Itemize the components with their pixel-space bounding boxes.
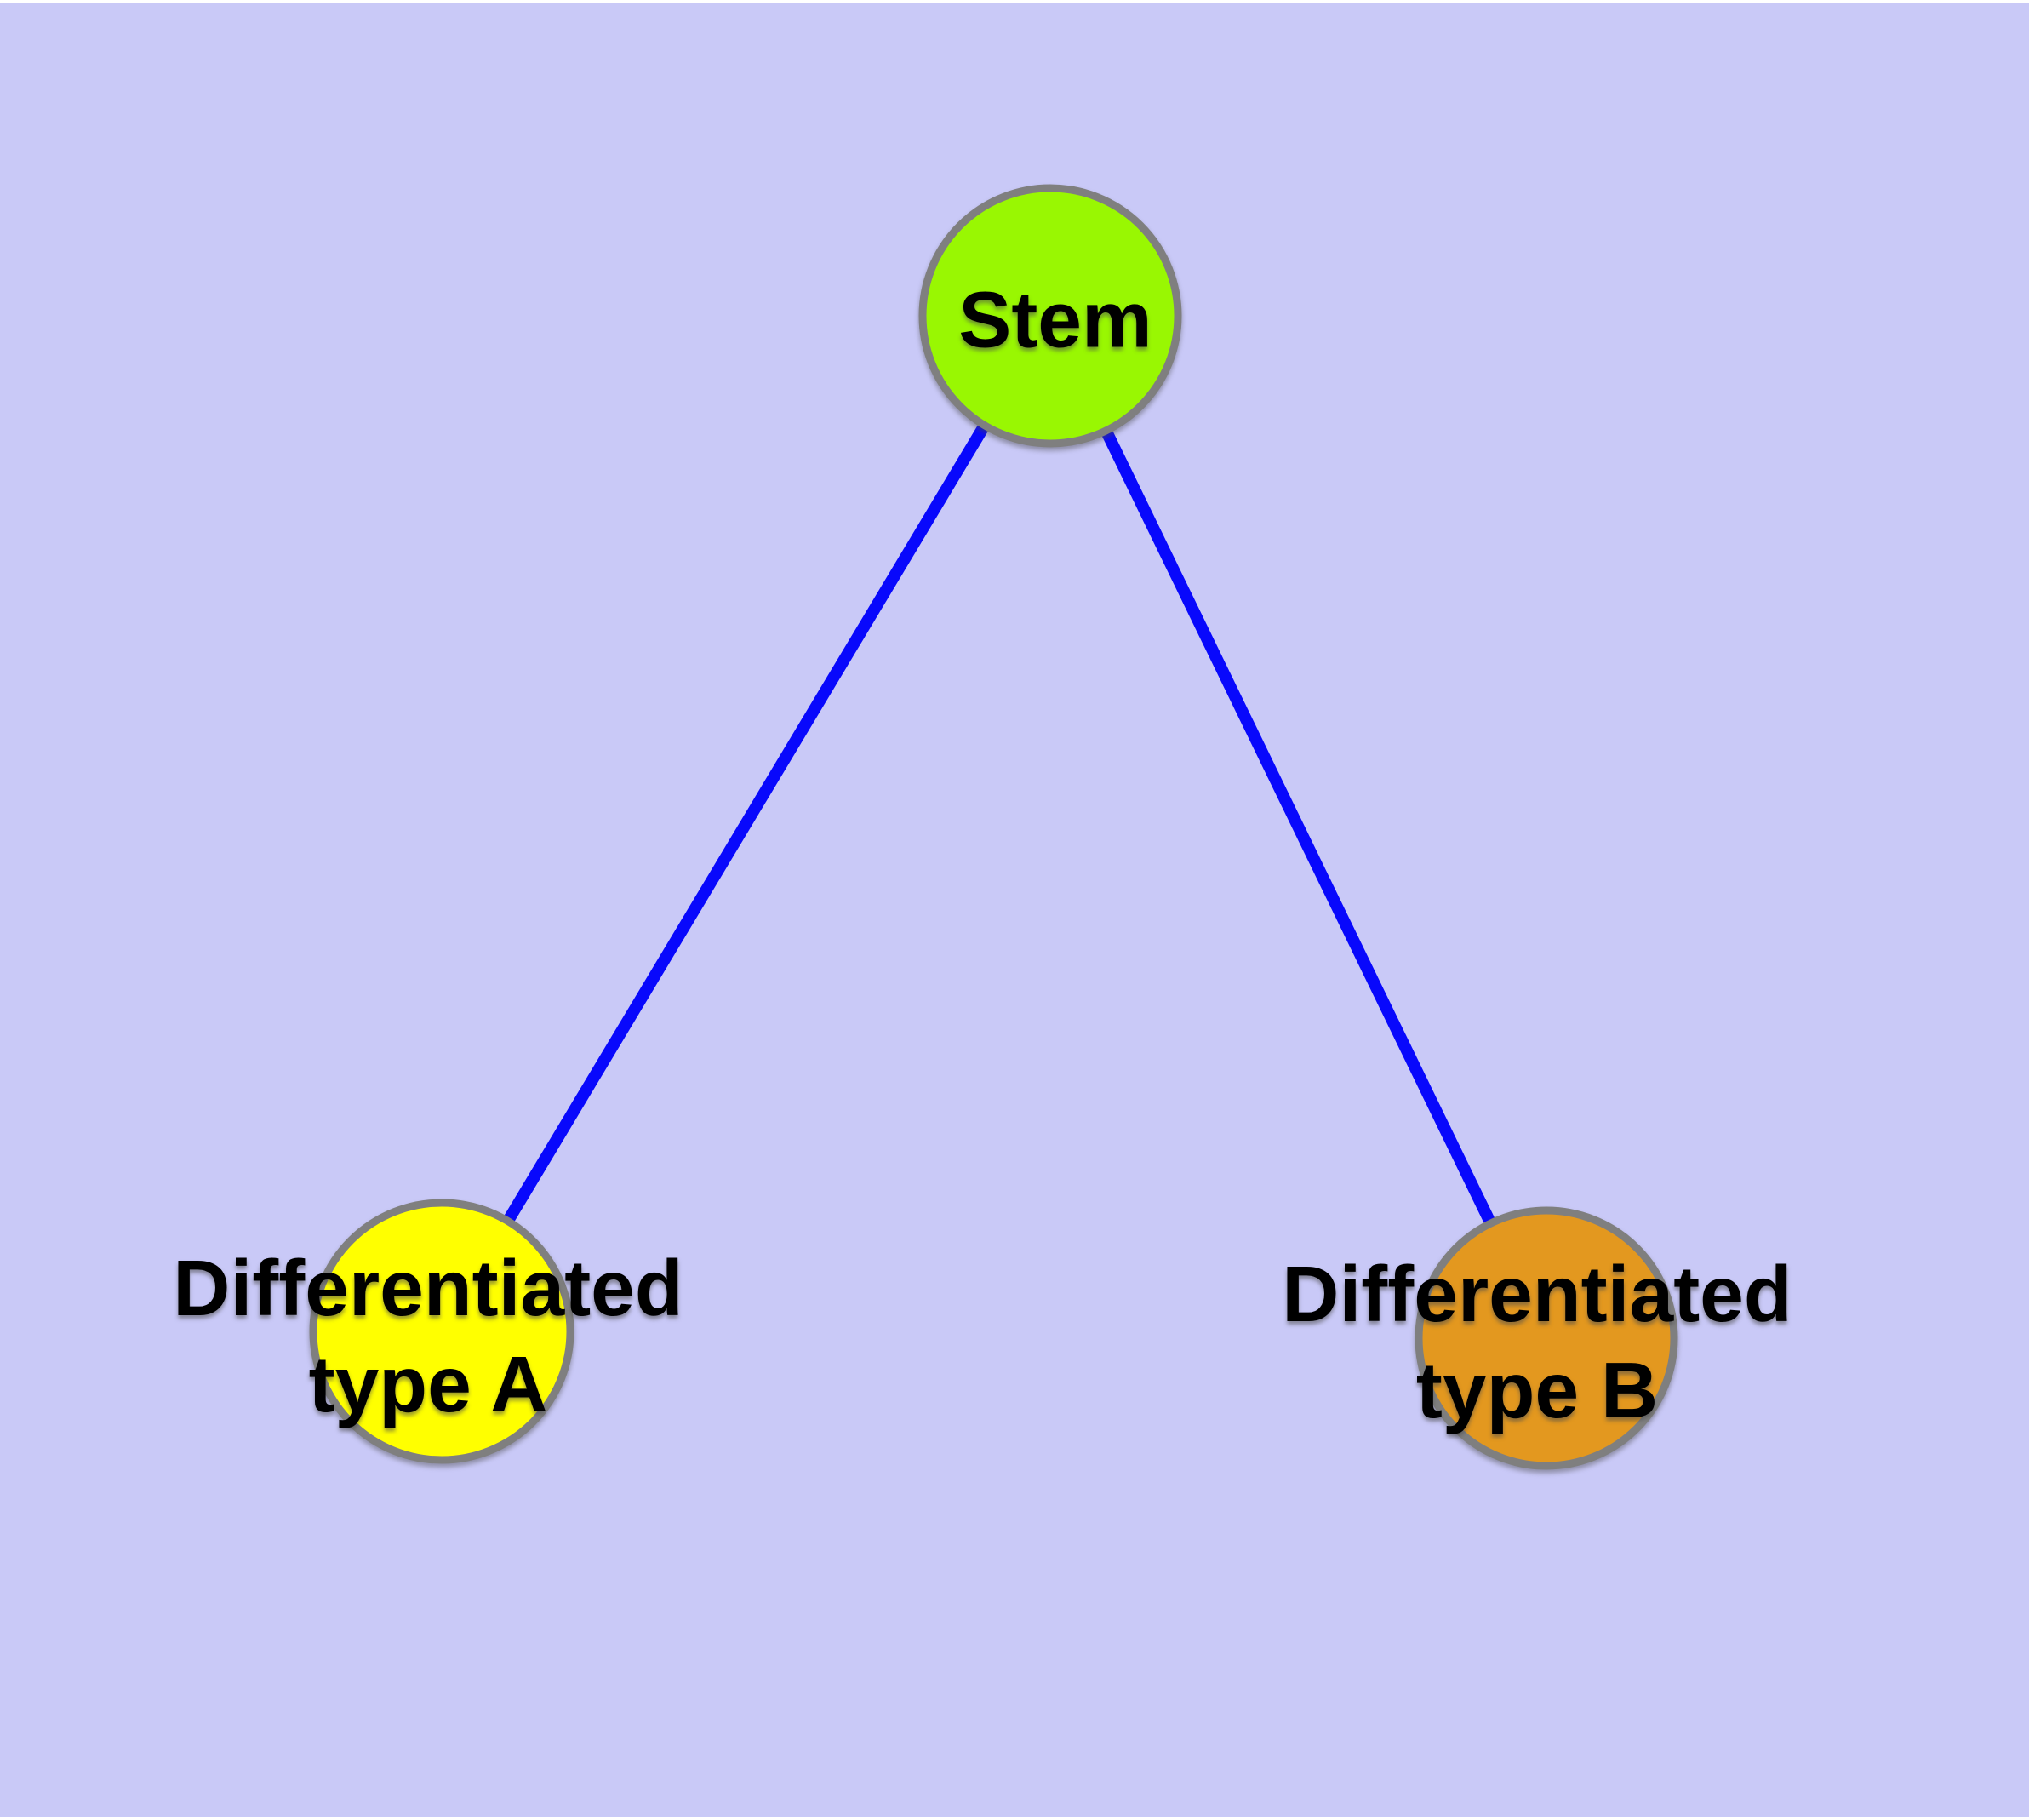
node-stem-circle	[918, 184, 1182, 448]
node-type-b-circle	[1415, 1206, 1678, 1470]
edge-stem-to-type-a	[436, 312, 1056, 1335]
node-type-a-circle	[309, 1199, 574, 1464]
edge-stem-to-type-b	[1044, 312, 1552, 1342]
